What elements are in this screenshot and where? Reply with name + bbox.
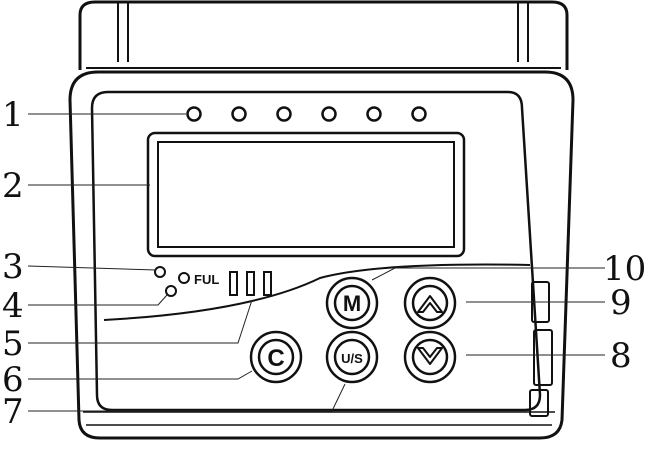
callout-7: 7 — [2, 392, 24, 432]
leader-line-3 — [27, 265, 157, 271]
leader-line-4 — [28, 294, 168, 306]
indicator-lamp — [231, 106, 247, 122]
leader-line-5 — [28, 299, 253, 344]
level-bar — [246, 271, 255, 296]
ful-label: FUL — [194, 272, 219, 287]
level-bars — [229, 271, 272, 296]
indicator-lamp — [411, 106, 427, 122]
status-lamp — [165, 285, 177, 297]
indicator-lamps — [186, 106, 427, 122]
level-bar — [263, 271, 272, 296]
callout-5: 5 — [2, 324, 24, 364]
status-lamp — [154, 266, 166, 278]
top-bezel — [78, 0, 569, 70]
leader-line-6 — [28, 370, 253, 380]
indicator-lamp — [366, 106, 382, 122]
display-screen — [146, 131, 466, 258]
indicator-lamp — [186, 106, 202, 122]
indicator-lamp — [321, 106, 337, 122]
status-lamps: FUL — [154, 266, 219, 297]
leader-lines — [27, 113, 605, 412]
chevron-up-icon — [417, 295, 443, 313]
callout-1: 1 — [2, 95, 24, 135]
callout-4: 4 — [2, 286, 24, 326]
m-button-label: M — [343, 291, 361, 316]
leader-line-7 — [28, 383, 346, 412]
callout-2: 2 — [2, 166, 24, 206]
keypad-panel-edge — [103, 263, 531, 321]
callout-9: 9 — [610, 283, 632, 323]
callout-8: 8 — [610, 336, 632, 376]
up-button[interactable] — [403, 276, 457, 330]
callout-10: 10 — [603, 249, 646, 289]
us-button[interactable]: U/S — [325, 330, 379, 384]
status-lamp — [178, 272, 190, 284]
chevron-down-icon — [417, 347, 443, 365]
device-body — [68, 70, 575, 440]
c-button[interactable]: C — [249, 330, 303, 384]
indicator-lamp — [276, 106, 292, 122]
leader-line-10 — [371, 267, 605, 281]
level-bar — [229, 271, 238, 296]
down-button[interactable] — [403, 330, 457, 384]
m-button[interactable]: M — [325, 276, 379, 330]
callout-numbers: 1 2 3 4 5 6 7 8 9 10 — [2, 95, 646, 432]
callout-6: 6 — [2, 360, 24, 400]
callout-3: 3 — [2, 247, 24, 287]
us-button-label: U/S — [341, 351, 363, 366]
c-button-label: C — [267, 345, 284, 372]
